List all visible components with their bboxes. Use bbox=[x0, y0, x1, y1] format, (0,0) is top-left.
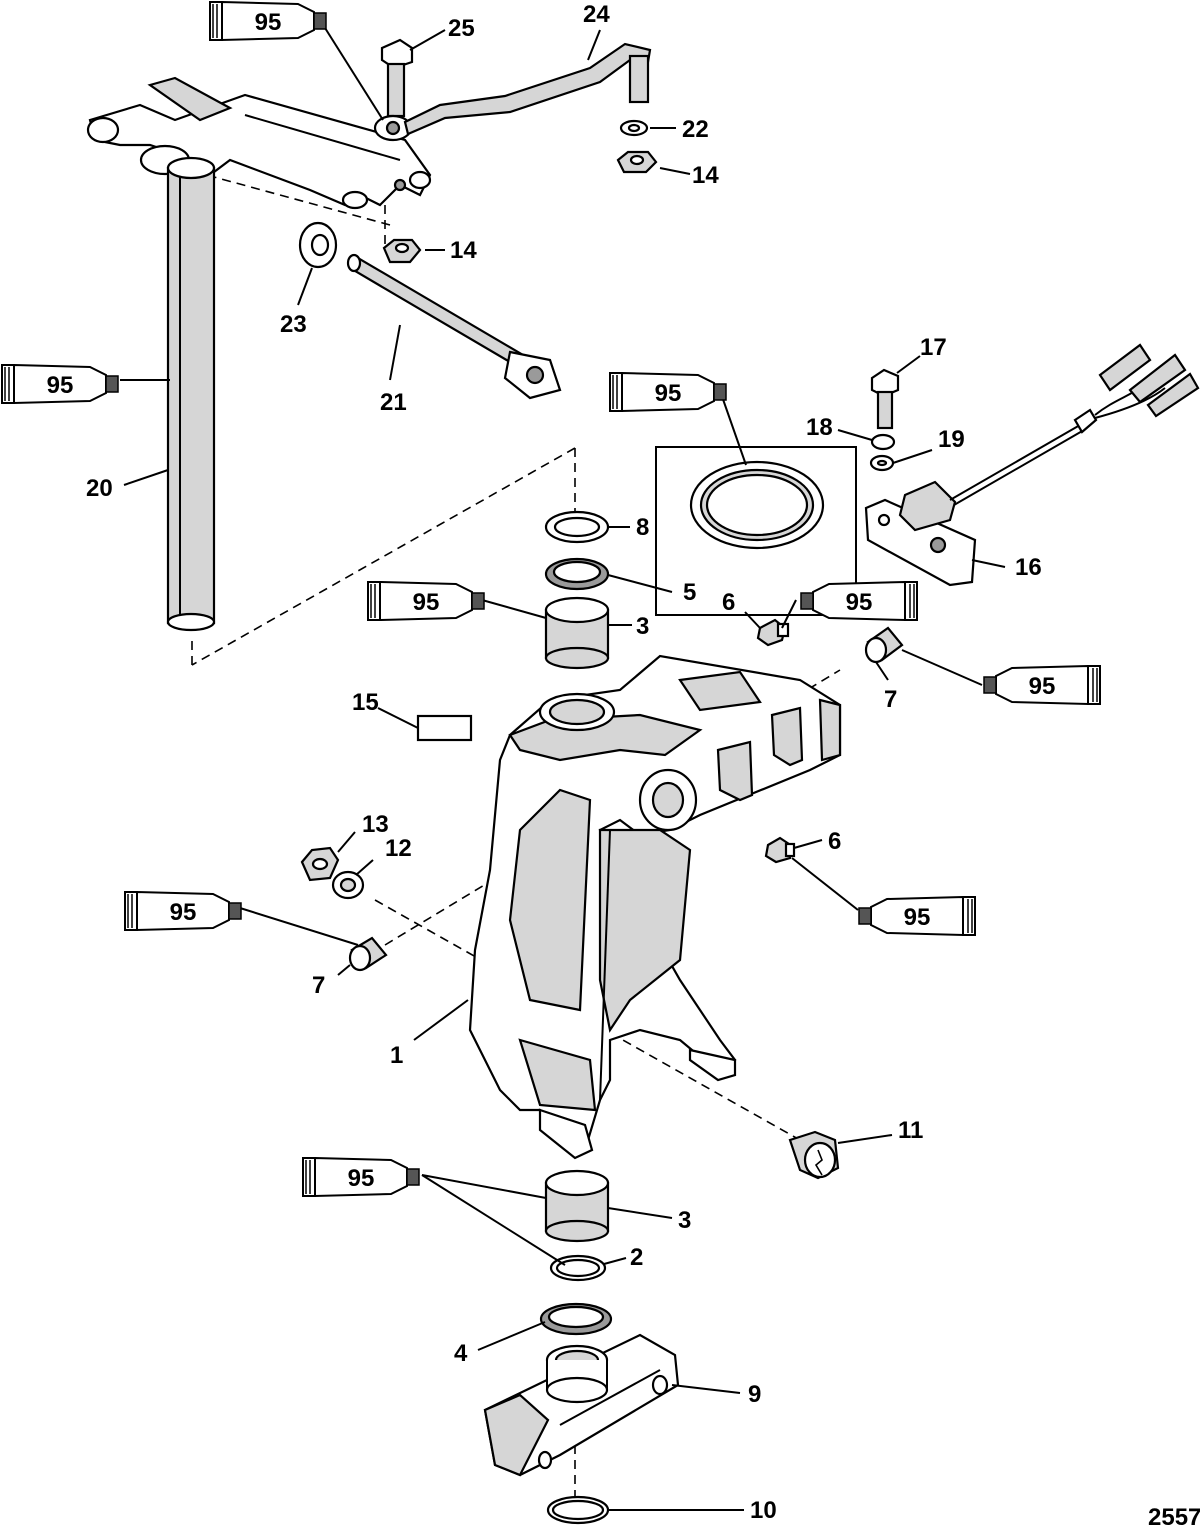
callout-9: 9 bbox=[748, 1381, 761, 1408]
seal-4 bbox=[539, 1302, 613, 1336]
grease-fitting-6-upper bbox=[756, 618, 790, 647]
grease-fitting-6-lower bbox=[764, 836, 796, 864]
washer-2 bbox=[549, 1254, 607, 1282]
callout-17: 17 bbox=[920, 334, 947, 361]
sealant-tube-label: 95 bbox=[47, 372, 74, 399]
sealant-tube-label: 95 bbox=[655, 380, 682, 407]
washer-23 bbox=[298, 221, 338, 269]
callout-14-lower: 14 bbox=[450, 237, 477, 264]
decal-15 bbox=[416, 714, 473, 742]
washer-8 bbox=[544, 510, 610, 544]
sealant-tube-9: 95 bbox=[302, 1157, 420, 1197]
screw-17 bbox=[870, 368, 900, 430]
retaining-ring-10 bbox=[546, 1495, 610, 1525]
callout-8: 8 bbox=[636, 514, 649, 541]
callout-1: 1 bbox=[390, 1042, 403, 1069]
seal-5 bbox=[544, 557, 610, 591]
callout-19: 19 bbox=[938, 426, 965, 453]
washer-19 bbox=[869, 454, 895, 472]
callout-21: 21 bbox=[380, 389, 407, 416]
callout-16: 16 bbox=[1015, 554, 1042, 581]
sealant-tube-label: 95 bbox=[1029, 673, 1056, 700]
nut-14-upper bbox=[616, 150, 658, 174]
sealant-tube-8: 95 bbox=[858, 896, 976, 936]
bushing-3-upper bbox=[544, 596, 610, 670]
callout-7-left: 7 bbox=[312, 972, 325, 999]
screw-11 bbox=[788, 1130, 840, 1180]
callout-3-lower: 3 bbox=[678, 1207, 691, 1234]
nut-14-lower bbox=[382, 238, 422, 264]
lockwasher-18 bbox=[870, 433, 896, 451]
callout-12: 12 bbox=[385, 835, 412, 862]
leader-lines bbox=[120, 19, 1006, 1511]
bushing-7-left bbox=[348, 936, 388, 972]
callout-10: 10 bbox=[750, 1497, 777, 1524]
trim-sender bbox=[864, 343, 1200, 587]
washer-22 bbox=[619, 119, 649, 137]
callout-14-upper: 14 bbox=[692, 162, 719, 189]
callout-5: 5 bbox=[683, 579, 696, 606]
link-rod bbox=[373, 42, 652, 142]
swivel-bracket bbox=[468, 654, 842, 1160]
sealant-tube-7: 95 bbox=[124, 891, 242, 931]
sealant-tube-label: 95 bbox=[170, 899, 197, 926]
sealant-tube-label: 95 bbox=[348, 1165, 375, 1192]
callout-20: 20 bbox=[86, 475, 113, 502]
figure-number: 2557 bbox=[1148, 1504, 1200, 1530]
sealant-tube-5: 95 bbox=[800, 581, 918, 621]
bolt-25 bbox=[380, 38, 414, 118]
steering-tube bbox=[166, 156, 216, 632]
callout-11: 11 bbox=[898, 1117, 923, 1144]
callout-24: 24 bbox=[583, 1, 610, 28]
callout-4: 4 bbox=[454, 1340, 468, 1367]
callout-22: 22 bbox=[682, 116, 709, 143]
callout-2: 2 bbox=[630, 1244, 643, 1271]
sealant-tube-4: 95 bbox=[367, 581, 485, 621]
washer-12 bbox=[331, 870, 365, 900]
sealant-tube-label: 95 bbox=[846, 589, 873, 616]
sealant-tube-6: 95 bbox=[983, 665, 1101, 705]
callout-23: 23 bbox=[280, 311, 307, 338]
callout-25: 25 bbox=[448, 15, 475, 42]
nut-13 bbox=[300, 846, 340, 882]
sealant-tube-label: 95 bbox=[904, 904, 931, 931]
sealant-tube-label: 95 bbox=[413, 589, 440, 616]
bushing-3-lower bbox=[544, 1169, 610, 1243]
callout-18: 18 bbox=[806, 414, 833, 441]
callout-13: 13 bbox=[362, 811, 389, 838]
steering-yoke-9 bbox=[483, 1333, 680, 1477]
callout-7-right: 7 bbox=[884, 686, 897, 713]
callout-labels: 25 24 22 14 14 23 21 20 17 18 19 16 8 5 … bbox=[86, 1, 1042, 1524]
bushing-7-right bbox=[864, 626, 904, 664]
sealant-tube-label: 95 bbox=[255, 9, 282, 36]
long-bolt bbox=[346, 253, 562, 400]
sealant-tube-1: 95 bbox=[209, 1, 327, 41]
sealant-tube-2: 95 bbox=[1, 364, 119, 404]
callout-3-upper: 3 bbox=[636, 613, 649, 640]
callout-6-upper: 6 bbox=[722, 589, 735, 616]
callout-15: 15 bbox=[352, 689, 379, 716]
sealant-tube-3: 95 bbox=[609, 372, 727, 412]
callout-6-lower: 6 bbox=[828, 828, 841, 855]
